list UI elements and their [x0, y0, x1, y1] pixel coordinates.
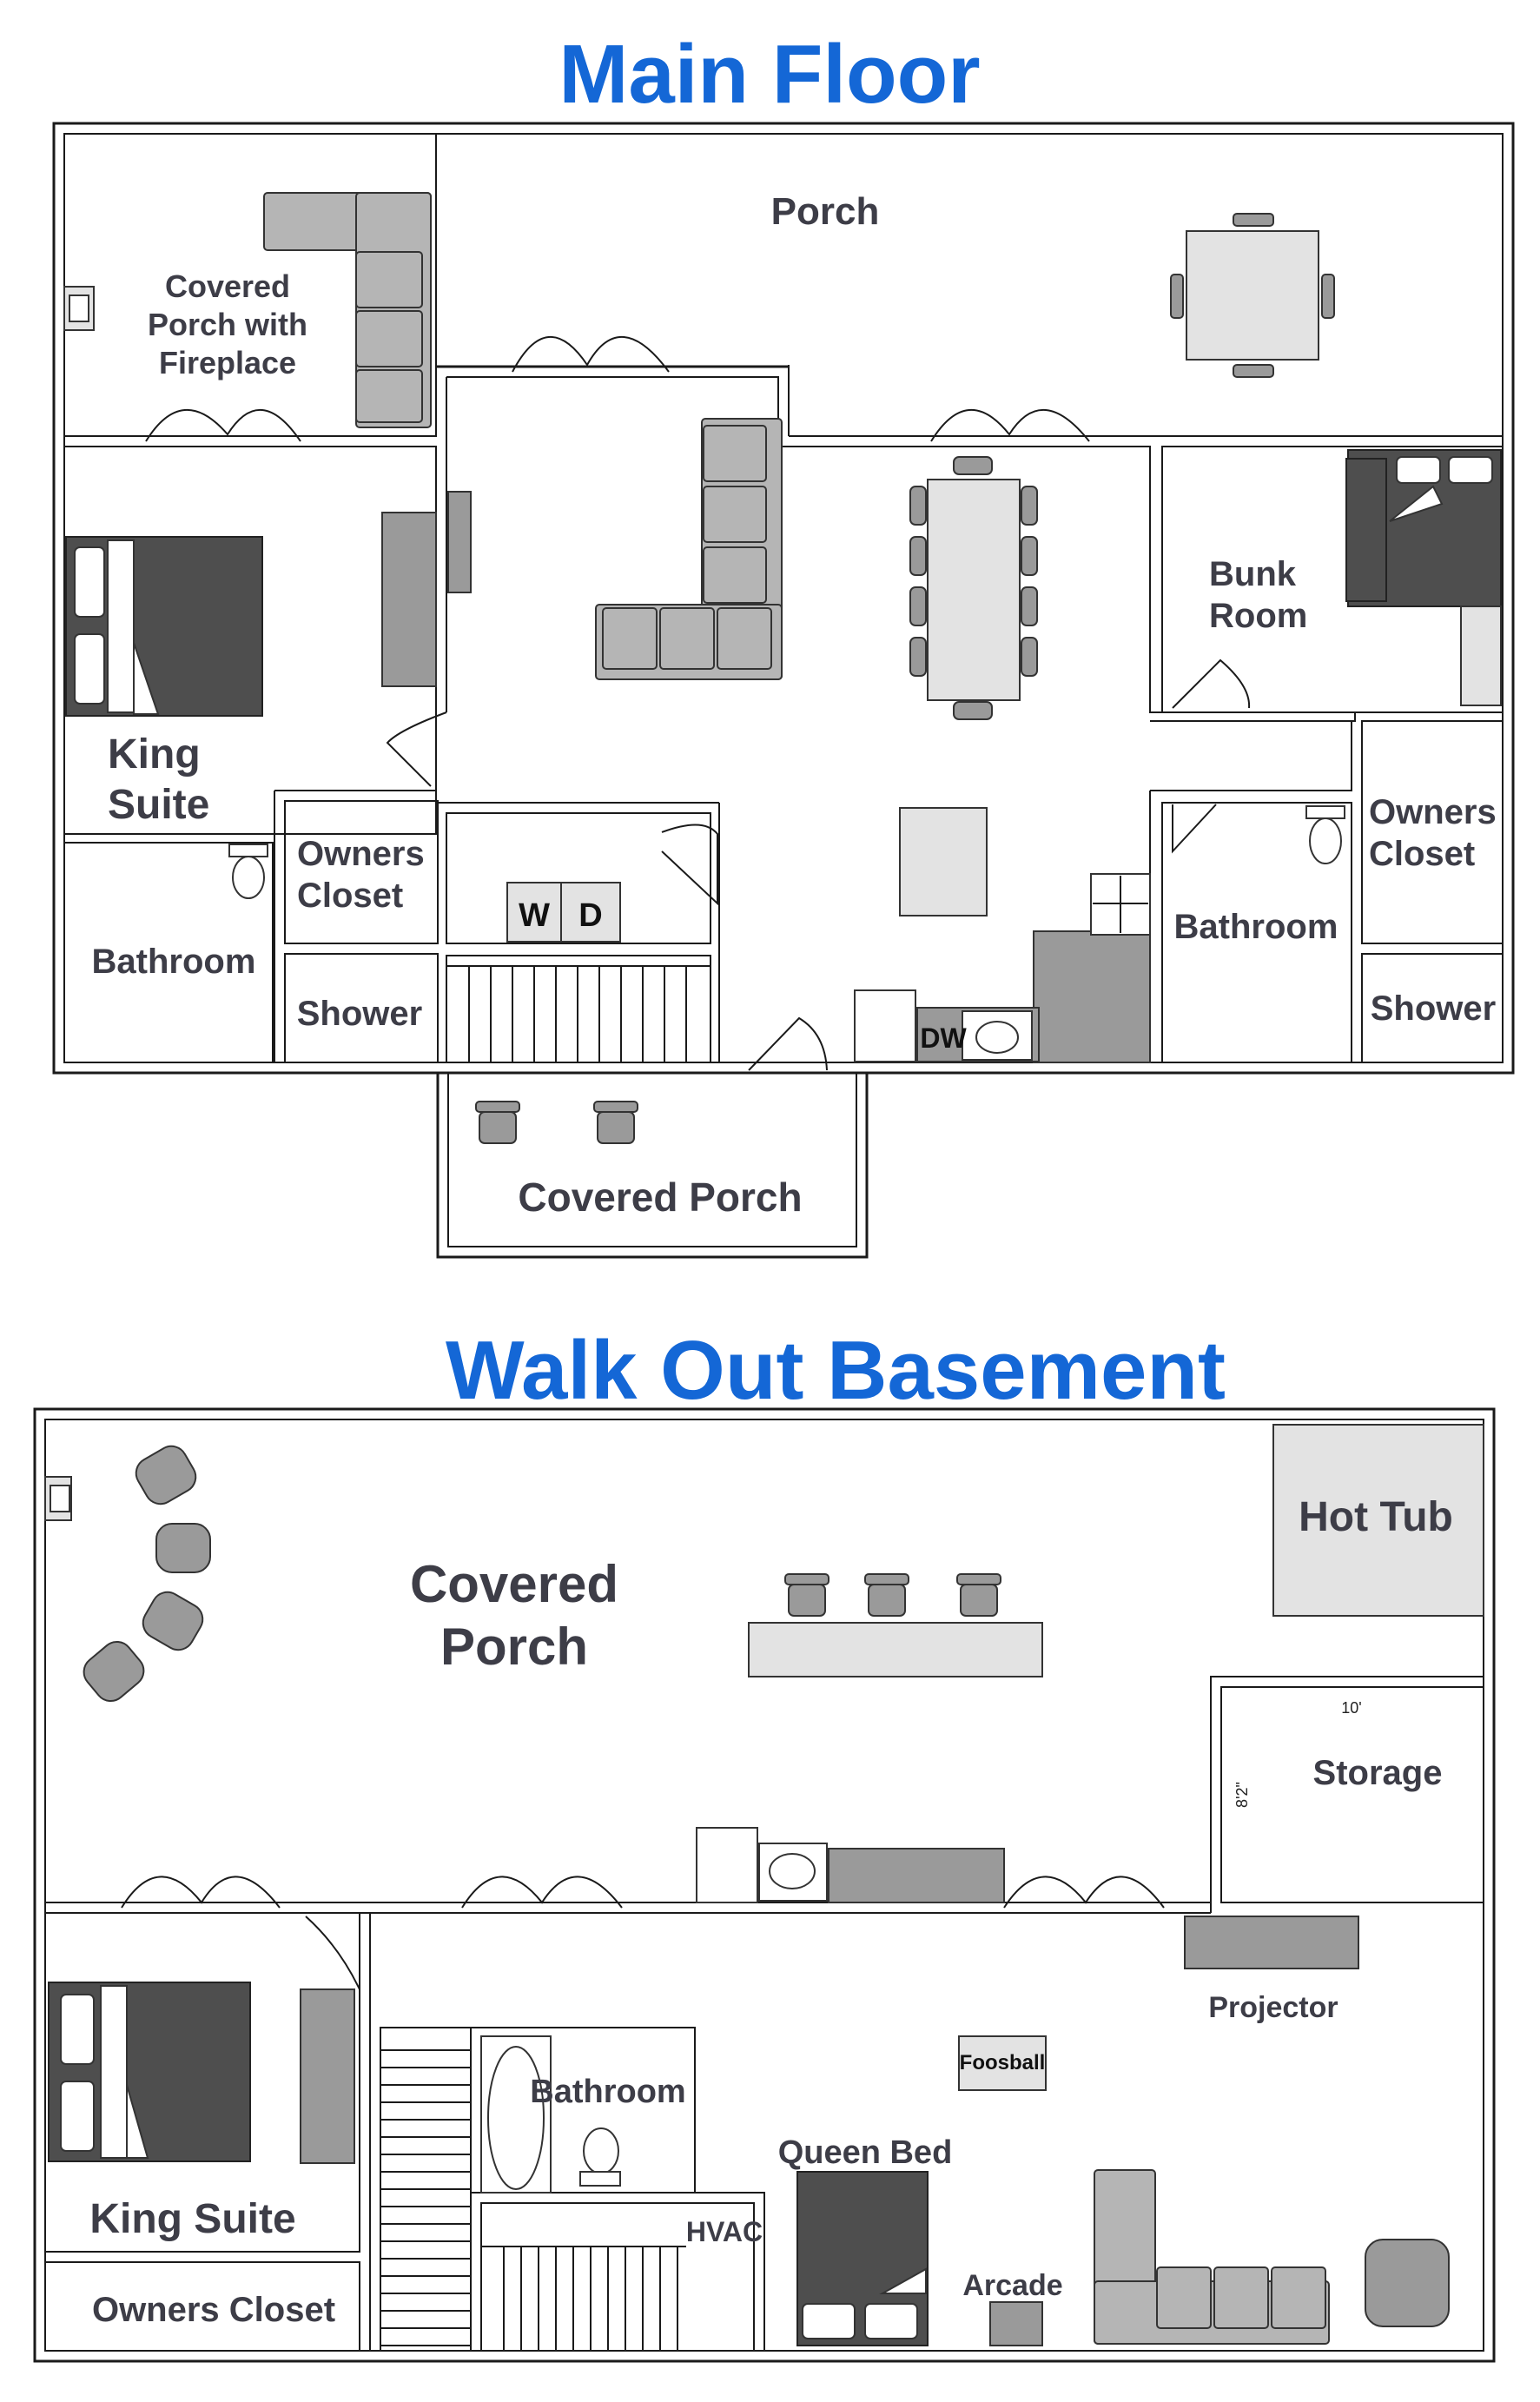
basement-plan [33, 1407, 1496, 2363]
label-owners-closet-basement: Owners Closet [92, 2291, 335, 2329]
label-washer: W [519, 897, 550, 934]
label-covered-fireplace-1: Covered [165, 268, 290, 304]
label-projector: Projector [1208, 1991, 1338, 2024]
label-storage: Storage [1313, 1754, 1443, 1792]
label-hvac: HVAC [686, 2216, 763, 2247]
label-porch: Porch [771, 190, 880, 233]
label-shower-right: Shower [1371, 989, 1496, 1028]
arcade-machine [989, 2301, 1043, 2346]
label-arcade: Arcade [962, 2269, 1062, 2302]
main-floor-furniture [65, 192, 1502, 1144]
room-hvac [480, 2202, 755, 2352]
room-laundry [446, 812, 711, 944]
room-bathroom-left [63, 842, 274, 1063]
basement-sectional [1094, 2169, 1330, 2345]
basement-title: Walk Out Basement [446, 1324, 1226, 1417]
lounge-chairs [83, 1445, 211, 1703]
room-shower-left [284, 953, 439, 1063]
main-floor-title: Main Floor [558, 28, 980, 121]
dryer [560, 882, 621, 943]
label-owners-closet-left-2: Closet [297, 877, 403, 915]
bathtub [480, 2035, 552, 2194]
label-bathroom-left: Bathroom [92, 943, 256, 981]
label-king-suite-1: King [108, 731, 201, 778]
queen-bed [796, 2171, 929, 2346]
room-storage [1220, 1686, 1484, 1903]
label-shower-left: Shower [297, 995, 422, 1033]
main-floor-plan [52, 122, 1515, 1259]
label-bathroom-right: Bathroom [1174, 908, 1338, 946]
foosball-table [958, 2035, 1047, 2091]
room-owners-closet-basement [44, 2261, 360, 2352]
label-storage-depth: 8'2" [1233, 1782, 1251, 1808]
label-king-suite-2: Suite [108, 782, 209, 828]
room-bunk [1161, 446, 1504, 713]
hot-tub [1272, 1424, 1484, 1617]
toilet-main-right [1305, 805, 1345, 864]
dining-table [909, 456, 1038, 720]
label-covered-porch: Covered Porch [518, 1175, 802, 1220]
room-bathroom-right [1161, 802, 1352, 1063]
recliner [1365, 2239, 1450, 2327]
toilet-main-left [228, 844, 268, 899]
label-owners-closet-right-2: Closet [1369, 835, 1475, 873]
basement-doors [121, 1876, 1165, 1990]
bunk-bed [1345, 449, 1502, 706]
label-covered-fireplace-2: Porch with [148, 307, 307, 342]
room-owners-closet-right [1361, 720, 1504, 944]
basement-furniture [44, 1445, 1450, 2346]
outdoor-kitchen [696, 1827, 1005, 1903]
label-basement-covered-porch-2: Porch [440, 1618, 588, 1676]
label-basement-covered-porch-1: Covered [410, 1555, 618, 1613]
label-king-suite-basement: King Suite [89, 2196, 295, 2242]
room-king-suite-basement [44, 1912, 360, 2253]
toilet-basement [579, 2127, 621, 2187]
label-storage-width: 10' [1341, 1699, 1361, 1717]
label-foosball: Foosball [960, 2051, 1046, 2074]
room-covered-porch-bottom [436, 1071, 869, 1259]
porch-dining-table [1170, 213, 1335, 378]
label-dishwasher: DW [920, 1022, 967, 1054]
bar-counter [748, 1622, 1043, 1677]
room-covered-porch-fireplace [63, 133, 437, 437]
king-bed-main [65, 536, 263, 717]
room-owners-closet-left [284, 800, 439, 944]
porch-chairs [475, 1101, 638, 1144]
label-owners-closet-right-1: Owners [1369, 793, 1497, 831]
label-dryer: D [578, 897, 602, 934]
label-bunk-room-1: Bunk [1209, 555, 1297, 593]
label-bathroom-basement: Bathroom [530, 2074, 685, 2110]
label-owners-closet-left-1: Owners [297, 835, 425, 873]
label-queen-bed: Queen Bed [778, 2134, 953, 2171]
label-bunk-room-2: Room [1209, 597, 1307, 635]
projector [1184, 1916, 1359, 1969]
washer [506, 882, 562, 943]
label-covered-fireplace-3: Fireplace [159, 345, 296, 380]
room-shower-right [1361, 953, 1504, 1063]
king-bed-basement [48, 1982, 251, 2162]
basement-outer-wall [33, 1407, 1496, 2363]
kitchen-island [899, 807, 988, 916]
sofa-covered-porch [263, 192, 432, 428]
main-floor-doors [145, 335, 1251, 1071]
bar-stools [784, 1573, 1001, 1617]
label-hot-tub: Hot Tub [1299, 1494, 1453, 1540]
kitchen-counter [854, 873, 1151, 1063]
living-sofa [595, 418, 783, 680]
